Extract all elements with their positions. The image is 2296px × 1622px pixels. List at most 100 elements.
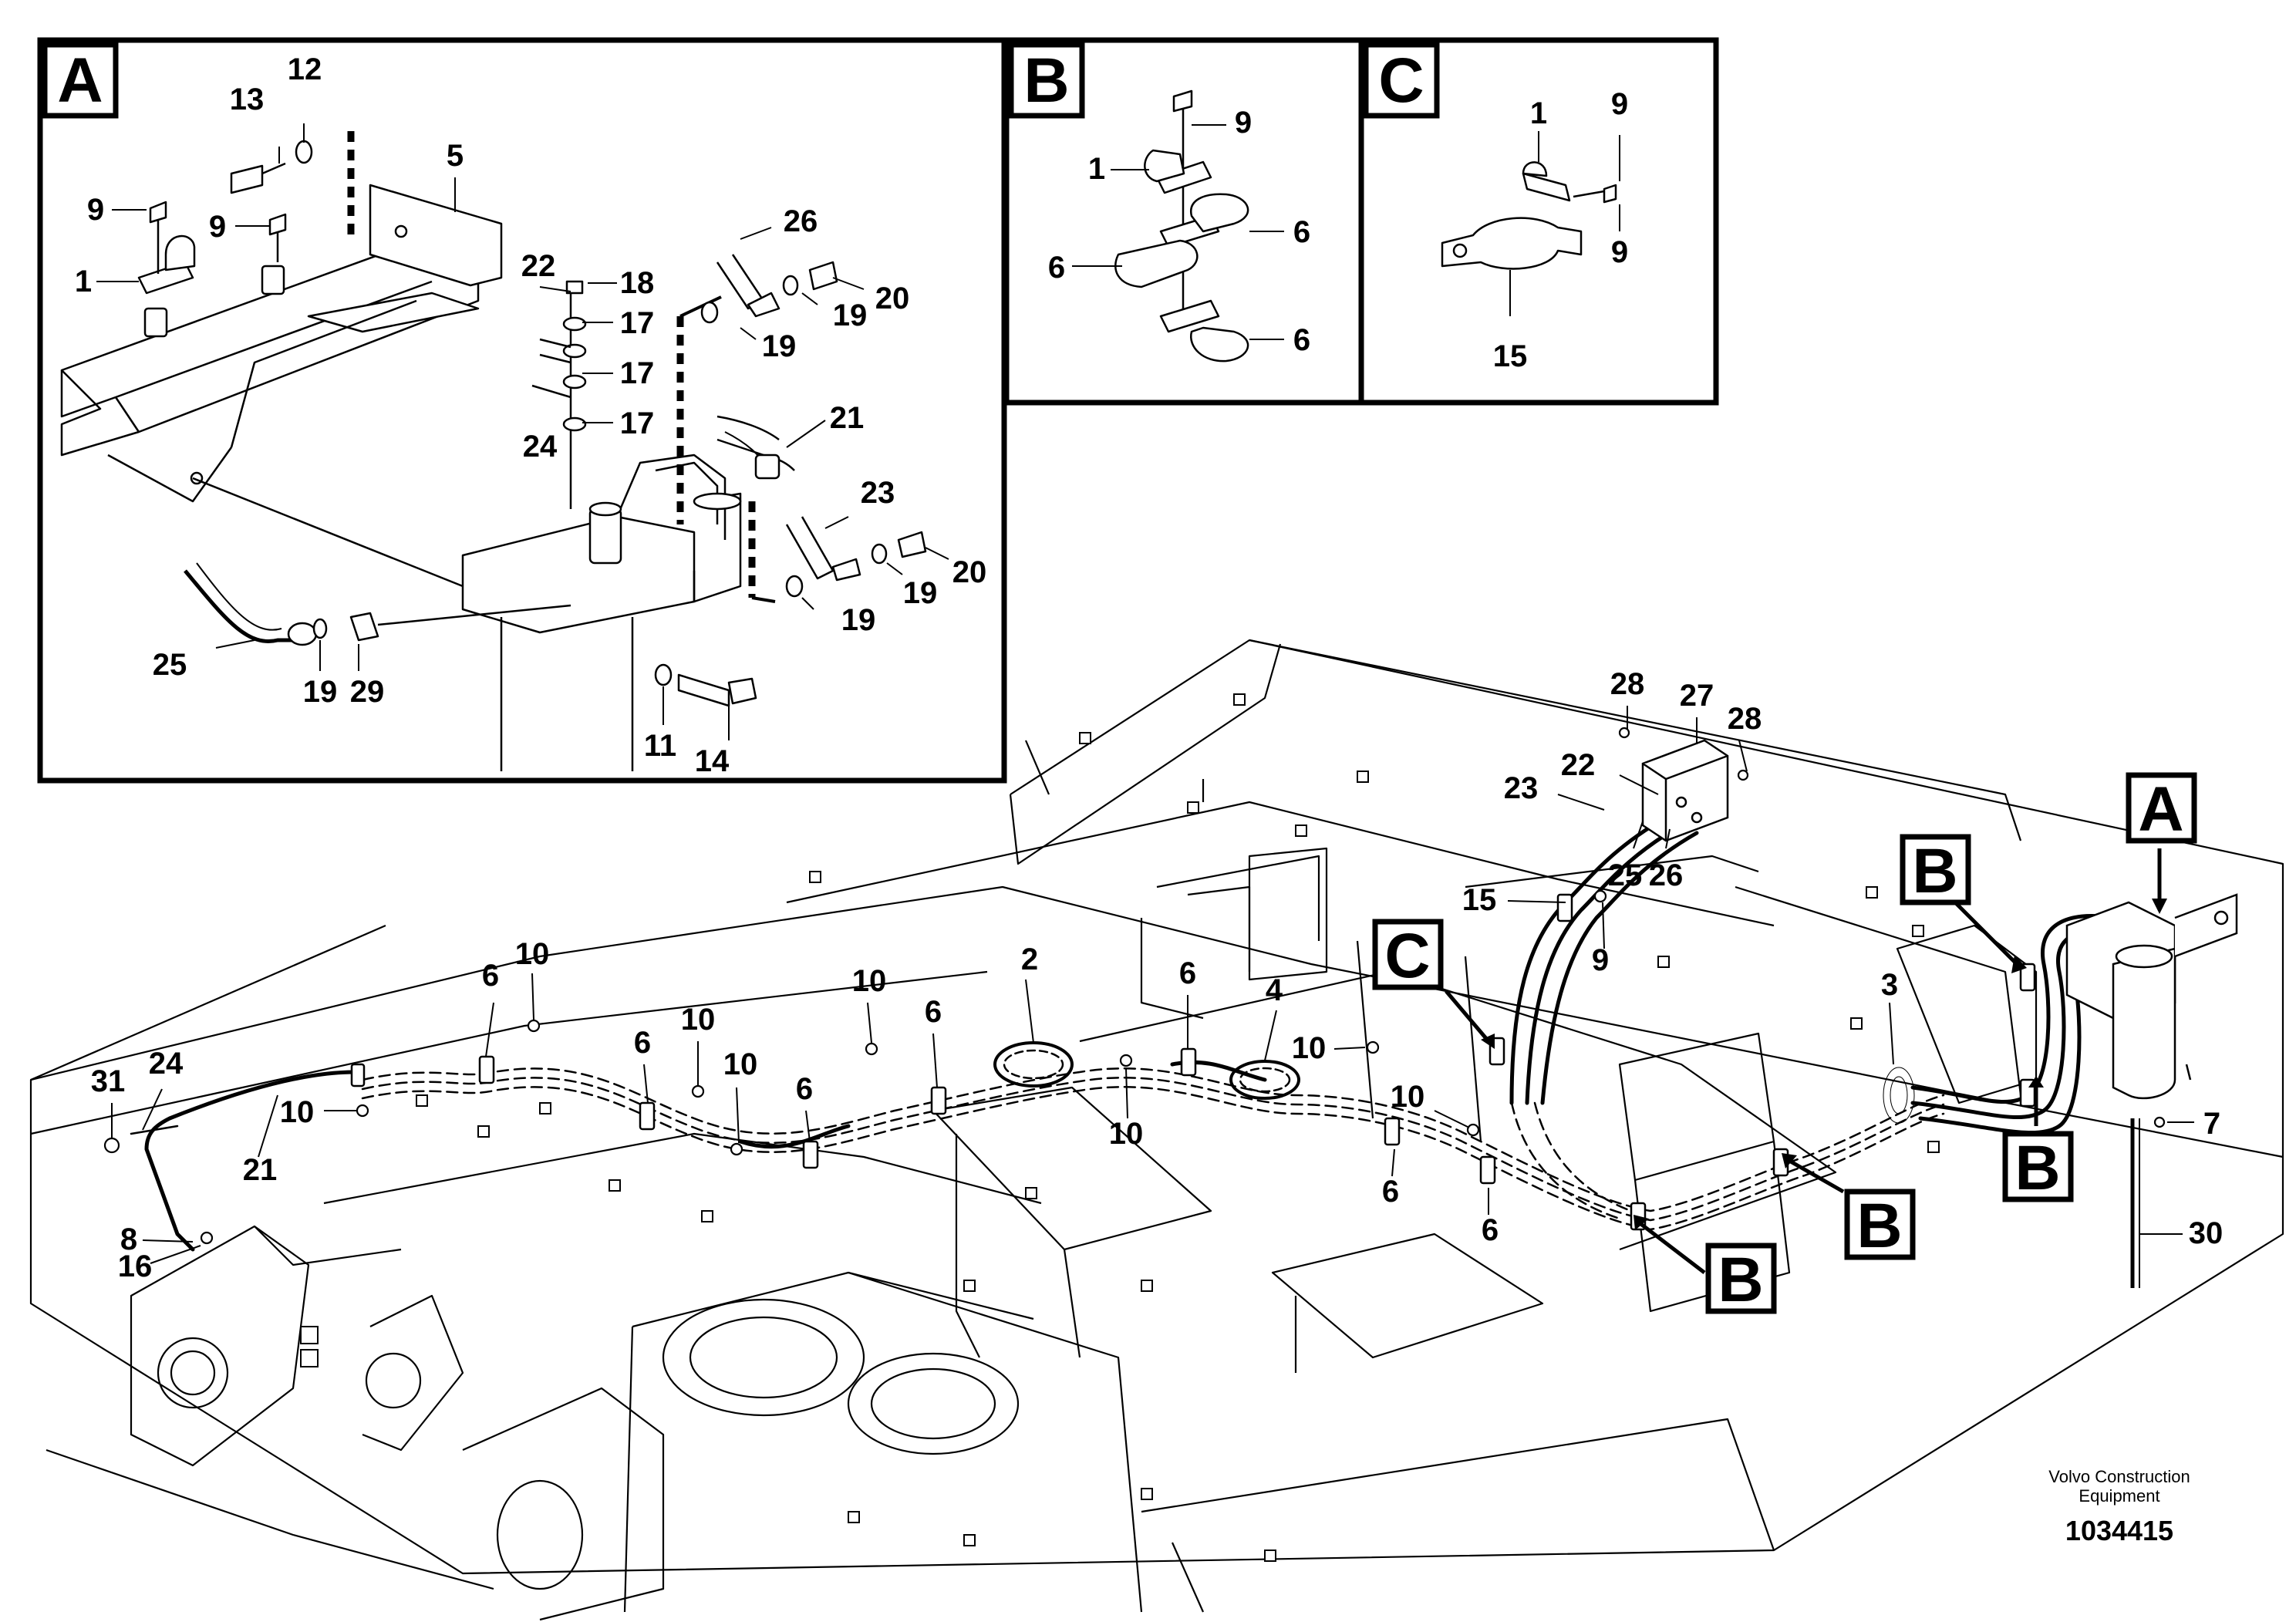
part-number: 16 (118, 1249, 153, 1283)
part-number: 10 (1109, 1117, 1144, 1151)
part-number: 12 (288, 52, 322, 86)
part-number: 9 (1611, 87, 1628, 121)
part-number: 28 (1728, 702, 1762, 736)
part-number: 2 (1021, 943, 1038, 976)
drawing-number: 1034415 (2065, 1515, 2173, 1546)
part-number: 27 (1680, 679, 1714, 713)
panel-frames (37, 37, 1719, 784)
part-number: 22 (1561, 748, 1596, 782)
part-number: 10 (1292, 1031, 1327, 1065)
part-number: 9 (1592, 943, 1609, 977)
callout-boxes (1372, 772, 2197, 1314)
part-number: 22 (521, 249, 556, 283)
panel-a-label: A (57, 46, 103, 116)
part-number: 19 (833, 298, 868, 332)
part-number: 10 (852, 964, 887, 998)
callout-label: A (2138, 774, 2183, 845)
part-number: 21 (830, 401, 865, 435)
part-number: 6 (1179, 956, 1196, 990)
panel-c-part-numbers: 1 9 9 15 (1493, 87, 1628, 373)
part-number: 31 (91, 1064, 126, 1098)
part-number: 19 (841, 603, 876, 637)
part-number: 6 (634, 1026, 651, 1060)
part-number: 9 (1235, 106, 1252, 140)
small-bolts (103, 727, 2166, 1245)
callout-arrowheads (1481, 899, 2167, 1230)
callout-label: B (2014, 1133, 2060, 1203)
part-number: 7 (2203, 1107, 2220, 1141)
hose-clamps (350, 893, 2036, 1231)
part-number: 15 (1462, 883, 1497, 917)
part-number: 26 (1649, 858, 1684, 892)
part-number: 9 (1611, 235, 1628, 269)
machine-frame (29, 639, 2284, 1621)
part-number: 24 (149, 1047, 184, 1081)
part-number: 17 (620, 406, 655, 440)
panel-c-detail-drawing (1441, 161, 1617, 270)
part-number: 24 (523, 430, 558, 464)
fuel-filter-assembly (2065, 893, 2238, 1288)
hose-routing (130, 815, 2131, 1252)
part-number: 23 (1504, 771, 1539, 805)
callout-label: B (1718, 1245, 1763, 1315)
part-number: 6 (1048, 251, 1065, 285)
part-number: 11 (644, 729, 676, 763)
part-number: 25 (1608, 858, 1643, 892)
part-number: 10 (723, 1047, 758, 1081)
part-number: 6 (1382, 1175, 1399, 1209)
panel-letter-boxes (42, 42, 1440, 119)
panel-c-label: C (1378, 46, 1424, 116)
part-number: 9 (87, 193, 104, 227)
part-number: 6 (482, 959, 499, 993)
part-number: 30 (2189, 1216, 2224, 1250)
company-name-line1: Volvo Construction (2048, 1467, 2190, 1486)
part-number: 4 (1266, 973, 1283, 1007)
part-number: 15 (1493, 339, 1528, 373)
panel-a-detail-drawing (60, 131, 927, 771)
part-number: 10 (681, 1003, 716, 1037)
part-number: 14 (695, 744, 730, 778)
part-number: 28 (1610, 667, 1645, 701)
part-number: 1 (1088, 152, 1105, 186)
callout-label: C (1384, 921, 1430, 991)
part-number: 26 (784, 204, 818, 238)
part-number: 19 (303, 675, 338, 709)
panel-b-label: B (1023, 46, 1069, 116)
frame-fasteners (300, 693, 1940, 1562)
part-number: 6 (796, 1072, 813, 1106)
part-number: 23 (861, 476, 895, 510)
part-number: 20 (875, 282, 910, 315)
part-number: 17 (620, 356, 655, 390)
part-number: 19 (762, 329, 797, 363)
part-number: 6 (1482, 1213, 1499, 1247)
company-name-line2: Equipment (2079, 1486, 2159, 1506)
part-number: 10 (515, 937, 550, 971)
part-number: 13 (230, 83, 265, 116)
part-number: 8 (120, 1222, 137, 1256)
part-number: 1 (75, 265, 92, 298)
part-number: 25 (153, 648, 187, 682)
part-number: 10 (1391, 1080, 1425, 1114)
part-number: 9 (209, 210, 226, 244)
part-number: 6 (1293, 323, 1310, 357)
part-number: 1 (1530, 96, 1547, 130)
panel-b-part-numbers: 9 1 6 6 6 (1048, 106, 1310, 357)
part-number: 18 (620, 266, 655, 300)
part-number: 10 (280, 1095, 315, 1129)
part-number: 21 (243, 1153, 278, 1187)
main-part-numbers: 28 27 28 22 23 25 26 15 9 10 6 31 24 21 … (91, 667, 2224, 1283)
hose-junction-block (1641, 739, 1729, 842)
leader-lines (96, 123, 2194, 1264)
panel-b-detail-drawing (1114, 89, 1249, 363)
part-number: 19 (903, 576, 938, 610)
part-number: 17 (620, 306, 655, 340)
panel-a-part-numbers: 13 12 5 9 9 1 22 18 17 17 24 17 26 20 19… (75, 52, 986, 778)
part-number: 29 (350, 675, 385, 709)
part-number: 20 (952, 555, 987, 589)
part-number: 6 (1293, 215, 1310, 249)
callout-leaders (1445, 848, 2162, 1274)
callout-label: B (1856, 1191, 1902, 1261)
callout-label: B (1912, 836, 1957, 906)
part-number: 5 (447, 139, 464, 173)
part-number: 6 (925, 995, 942, 1029)
